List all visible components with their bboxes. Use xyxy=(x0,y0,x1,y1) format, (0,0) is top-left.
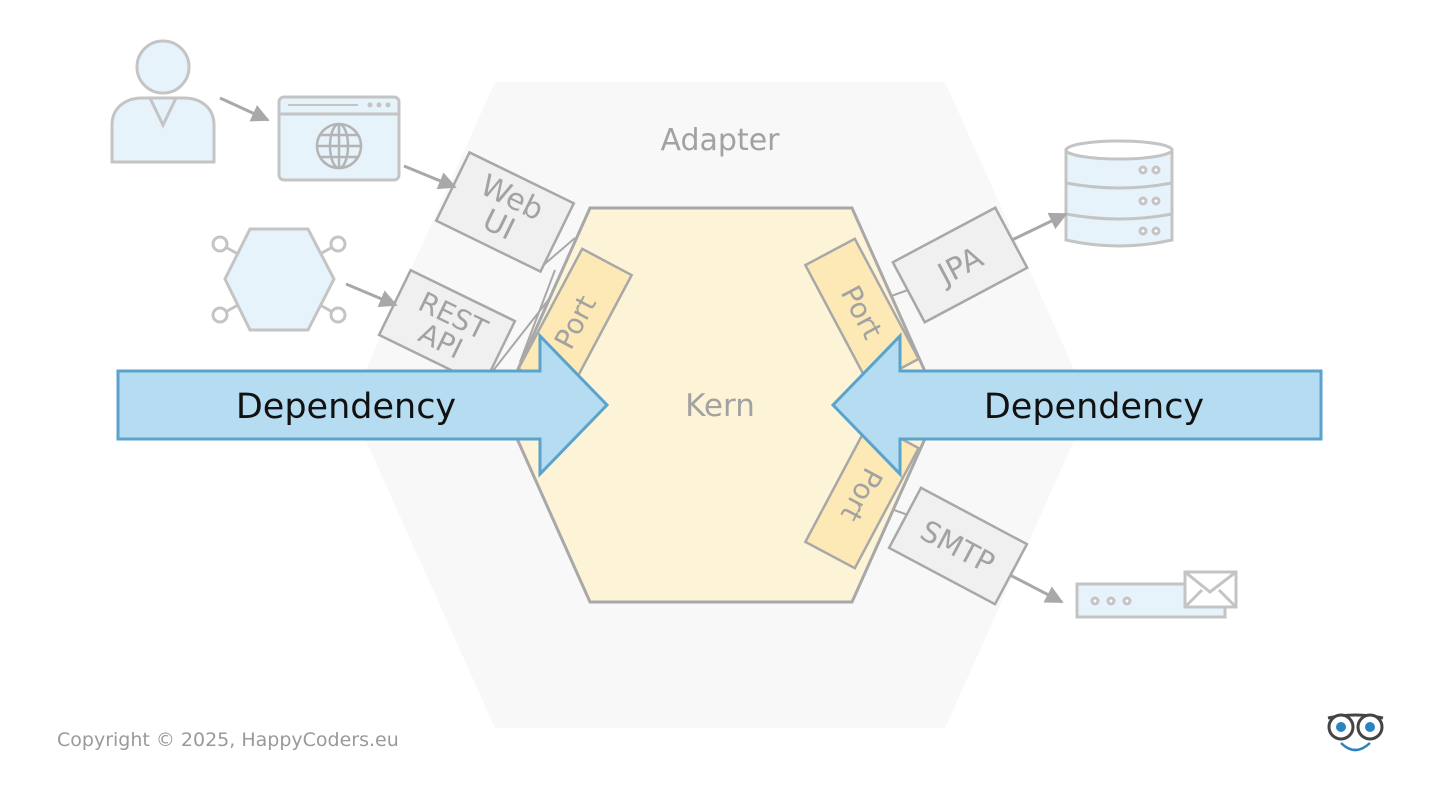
jpa-adapter: JPA xyxy=(891,206,1029,324)
dependency-arrow-right xyxy=(830,332,1323,478)
kern-label: Kern xyxy=(685,388,755,424)
hexagon-network-icon xyxy=(211,227,347,332)
mail-envelope-icon xyxy=(1075,570,1238,619)
dependency-right-label: Dependency xyxy=(984,387,1204,427)
copyright-text: Copyright © 2025, HappyCoders.eu xyxy=(57,729,399,751)
adapter-label: Adapter xyxy=(660,123,780,158)
dependency-arrow-left xyxy=(116,332,610,478)
user-icon xyxy=(110,39,216,164)
happycoders-glasses-logo-icon xyxy=(1327,713,1384,752)
browser-globe-icon xyxy=(277,95,401,182)
dependency-left-label: Dependency xyxy=(236,387,456,427)
flow-arrows xyxy=(219,96,1068,604)
rest-api-adapter: REST API xyxy=(377,268,517,388)
database-icon xyxy=(1064,139,1174,248)
smtp-adapter: SMTP xyxy=(887,486,1029,606)
